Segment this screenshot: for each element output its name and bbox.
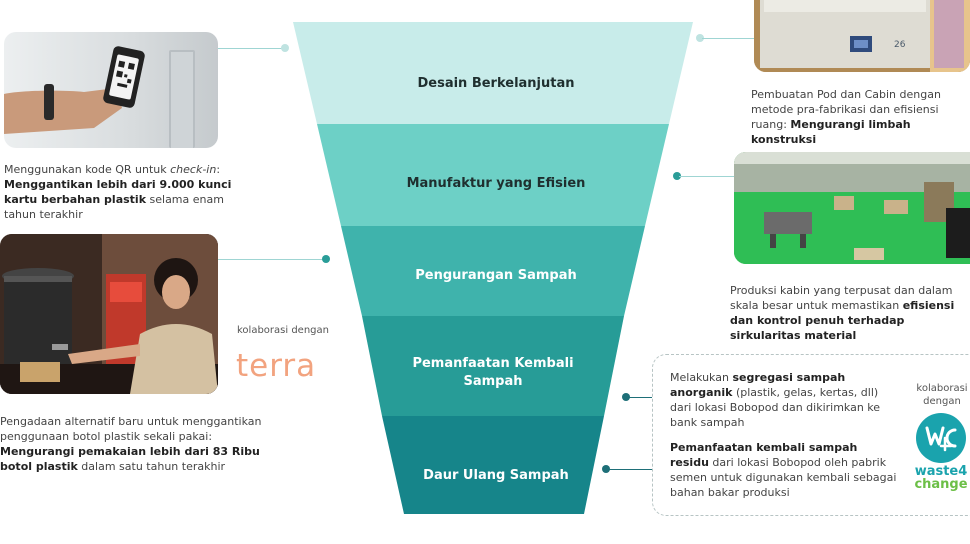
caption-highlight: Menggantikan lebih dari 9.000 kunci kart… (4, 178, 232, 206)
funnel-stage-waste-reduction (341, 226, 645, 316)
connector-dot (281, 44, 289, 52)
caption-text: selama enam tahun terakhir (4, 193, 224, 221)
connector-line (702, 38, 754, 39)
connector-dot (622, 393, 630, 401)
waste4change-wordmark-line: waste4 (914, 464, 968, 479)
factory-floor-illustration (734, 152, 970, 264)
pod-cabin-photo (754, 0, 970, 72)
connector-line (628, 397, 652, 398)
qr-checkin-photo (4, 32, 218, 148)
caption-highlight: Mengurangi pemakaian lebih dari 83 Ribu … (0, 445, 260, 473)
caption-highlight: segregasi sampah anorganik (670, 371, 846, 399)
funnel-stage-label: Pengurangan Sampah (415, 268, 577, 283)
qr-checkin-caption: Menggunakan kode QR untuk check-in: Meng… (4, 162, 236, 222)
collab-label: kolaborasi dengan (916, 383, 968, 407)
factory-photo (734, 152, 970, 264)
funnel-stage-sustainable-design (293, 22, 693, 124)
collab-label: kolaborasi dengan (237, 325, 329, 336)
waste4change-wordmark-line: change (914, 477, 968, 492)
connector-line (218, 259, 326, 260)
connector-dot (696, 34, 704, 42)
funnel-stage-waste-reuse (362, 316, 624, 416)
funnel-stage-label: Daur Ulang Sampah (423, 468, 569, 483)
caption-text: Melakukan (670, 371, 733, 384)
caption-text: (plastik, gelas, kertas, dll) dari lokas… (670, 386, 881, 429)
hand-with-phone-illustration (4, 46, 195, 148)
dispenser-caption: Pengadaan alternatif baru untuk menggant… (0, 414, 290, 474)
connector-dot (322, 255, 330, 263)
waste4change-logo-icon (916, 413, 966, 463)
caption-text: Pembuatan Pod dan Cabin dengan metode pr… (751, 88, 941, 131)
connector-line (218, 48, 284, 49)
funnel-stage-label: Manufaktur yang Efisien (406, 176, 586, 191)
connector-line (608, 469, 652, 470)
caption-text: Menggunakan kode QR untuk (4, 163, 171, 176)
waste-management-box (652, 354, 970, 516)
connector-line (679, 176, 734, 177)
connector-dot (673, 172, 681, 180)
staff-with-dispenser-illustration (0, 234, 218, 394)
caption-highlight: Pemanfaatan kembali sampah residu (670, 441, 858, 469)
pod-caption: Pembuatan Pod dan Cabin dengan metode pr… (751, 87, 970, 147)
funnel-stage-waste-recycling (382, 416, 604, 514)
terra-logo: terra (236, 348, 317, 384)
caption-text: Pengadaan alternatif baru untuk menggant… (0, 415, 262, 443)
funnel-stage-efficient-manufacturing (317, 124, 669, 226)
waste4change-wordmark: waste4 change (906, 465, 970, 491)
caption-text: Produksi kabin yang terpusat dan dalam s… (730, 284, 953, 312)
residual-waste-text: Pemanfaatan kembali sampah residu dari l… (670, 440, 898, 500)
caption-emphasis: check-in (170, 163, 217, 176)
pod-cabin-illustration (754, 0, 970, 72)
caption-text: dalam satu tahun terakhir (77, 460, 226, 473)
funnel-stage-label: Desain Berkelanjutan (417, 76, 575, 91)
connector-dot (602, 465, 610, 473)
caption-text: : (216, 163, 221, 176)
waste-segregation-text: Melakukan segregasi sampah anorganik (pl… (670, 370, 898, 430)
factory-caption: Produksi kabin yang terpusat dan dalam s… (730, 283, 970, 343)
caption-text: dari lokasi Bobopod oleh pabrik semen un… (670, 456, 897, 499)
funnel-stage-label: Pemanfaatan Kembali Sampah (412, 356, 574, 389)
pod-number: 26 (894, 40, 906, 50)
caption-highlight: efisiensi dan kontrol penuh terhadap sir… (730, 299, 955, 342)
water-dispenser-photo (0, 234, 218, 394)
caption-highlight: Mengurangi limbah konstruksi (751, 118, 911, 146)
